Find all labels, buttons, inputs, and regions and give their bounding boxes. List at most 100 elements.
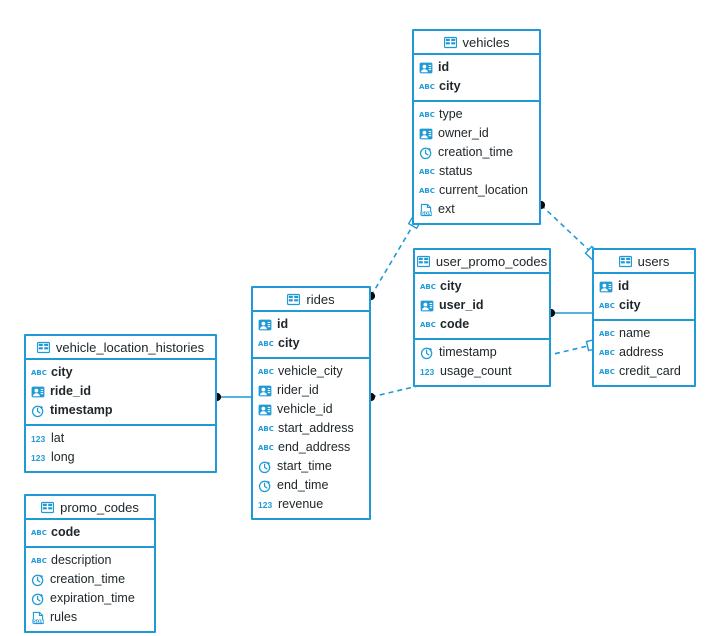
column-label: revenue <box>278 497 324 512</box>
column-label: ride_id <box>50 384 91 399</box>
abc-icon: ABC <box>31 368 47 377</box>
column-row-timestamp[interactable]: timestamp <box>415 343 549 362</box>
column-label: start_address <box>278 421 354 436</box>
column-label: ext <box>438 202 455 217</box>
primary-key-section: ABC city ride_id timestamp <box>26 360 215 426</box>
column-label: long <box>51 450 75 465</box>
table-header-rides[interactable]: rides <box>253 288 369 312</box>
column-row-expiration_time[interactable]: expiration_time <box>26 589 154 608</box>
column-label: id <box>277 317 289 332</box>
column-row-city[interactable]: ABC city <box>414 77 539 96</box>
column-row-city[interactable]: ABC city <box>26 363 215 382</box>
column-row-id[interactable]: id <box>253 315 369 334</box>
column-label: start_time <box>277 459 332 474</box>
clock-icon <box>258 479 272 493</box>
relationship-vehicle_location_histories-to-rides[interactable] <box>212 392 251 402</box>
column-label: city <box>51 365 73 380</box>
table-icon <box>443 36 457 49</box>
123-icon: 123 <box>31 433 46 444</box>
relationship-user_promo_codes-to-users[interactable] <box>546 308 592 318</box>
column-label: usage_count <box>440 364 512 379</box>
abc-icon: ABC <box>419 167 435 176</box>
table-header-vehicle_location_histories[interactable]: vehicle_location_histories <box>26 336 215 360</box>
column-row-start_time[interactable]: start_time <box>253 457 369 476</box>
column-label: end_time <box>277 478 329 493</box>
column-label: owner_id <box>438 126 489 141</box>
column-label: city <box>439 79 461 94</box>
123-icon: 123 <box>31 452 46 463</box>
table-header-vehicles[interactable]: vehicles <box>414 31 539 55</box>
column-row-id[interactable]: id <box>594 277 694 296</box>
table-title: users <box>637 253 670 269</box>
json-icon: JSON <box>419 203 433 217</box>
column-label: user_id <box>439 298 484 313</box>
table-header-promo_codes[interactable]: promo_codes <box>26 496 154 520</box>
table-title: vehicle_location_histories <box>55 339 205 355</box>
table-icon <box>416 255 430 268</box>
column-row-id[interactable]: id <box>414 58 539 77</box>
clock-icon <box>31 404 45 418</box>
abc-icon: ABC <box>419 82 435 91</box>
table-header-users[interactable]: users <box>594 250 694 274</box>
column-row-ride_id[interactable]: ride_id <box>26 382 215 401</box>
column-row-owner_id[interactable]: owner_id <box>414 124 539 143</box>
abc-icon: ABC <box>599 301 615 310</box>
column-row-ext[interactable]: JSON ext <box>414 200 539 219</box>
column-label: code <box>440 317 470 332</box>
clock-icon <box>258 460 272 474</box>
column-label: timestamp <box>439 345 497 360</box>
column-row-city[interactable]: ABC city <box>594 296 694 315</box>
column-row-rider_id[interactable]: rider_id <box>253 381 369 400</box>
column-row-user_id[interactable]: user_id <box>415 296 549 315</box>
column-row-code[interactable]: ABC code <box>415 315 549 334</box>
abc-icon: ABC <box>258 424 274 433</box>
column-row-vehicle_id[interactable]: vehicle_id <box>253 400 369 419</box>
column-row-end_time[interactable]: end_time <box>253 476 369 495</box>
column-row-long[interactable]: 123 long <box>26 448 215 467</box>
abc-icon: ABC <box>420 320 436 329</box>
table-icon <box>618 255 632 268</box>
key-person-icon <box>420 299 434 313</box>
table-icon <box>41 501 55 514</box>
abc-icon: ABC <box>599 367 615 376</box>
table-header-user_promo_codes[interactable]: user_promo_codes <box>415 250 549 274</box>
key-person-icon <box>31 385 45 399</box>
column-label: end_address <box>278 440 351 455</box>
column-row-creation_time[interactable]: creation_time <box>26 570 154 589</box>
key-person-icon <box>258 403 272 417</box>
abc-icon: ABC <box>419 186 435 195</box>
column-row-start_address[interactable]: ABC start_address <box>253 419 369 438</box>
column-label: city <box>619 298 641 313</box>
abc-icon: ABC <box>419 110 435 119</box>
column-row-creation_time[interactable]: creation_time <box>414 143 539 162</box>
column-label: vehicle_id <box>277 402 333 417</box>
column-label: expiration_time <box>50 591 135 606</box>
column-row-timestamp[interactable]: timestamp <box>26 401 215 420</box>
